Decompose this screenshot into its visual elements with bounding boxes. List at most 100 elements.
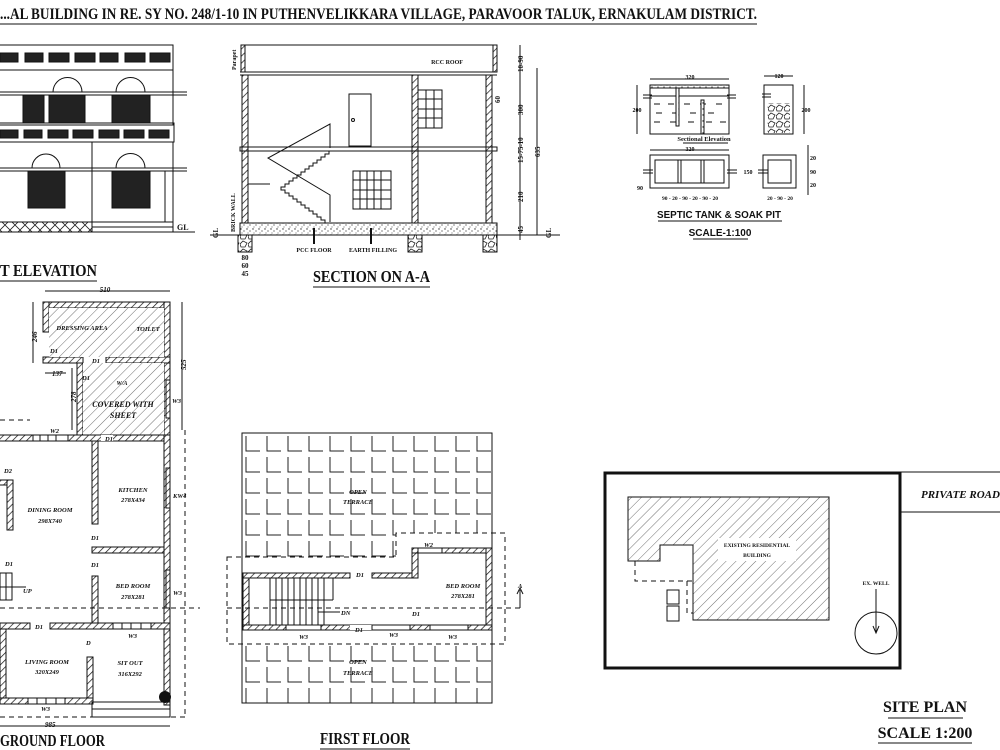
site-boundary [603,471,902,670]
door-mark: D1 [90,562,99,569]
septic-tank-plan [649,154,730,189]
section-arrow-icon [516,586,524,608]
section-dimensions: 10-90 300 60 15-75-10 210 45 635 80 60 4… [242,55,543,278]
dim-label: 210 [517,191,525,202]
room-label-kitchen: KITCHEN [117,487,148,494]
middle-wall [411,74,419,224]
window-mark: W2 [50,428,60,435]
door [348,93,372,147]
footing [237,234,253,253]
dim-label: 320 [686,75,695,81]
window [48,94,86,124]
dim-label: 80 [242,254,250,262]
title-text: ...AL BUILDING IN RE. SY NO. 248/1-10 IN… [0,6,757,23]
site-plan-title: SITE PLAN [883,699,967,716]
pcc-floor-label: PCC FLOOR [296,248,332,254]
dim-label: 10-90 [517,55,525,72]
section-mark: A [517,583,523,590]
stair-railing [266,123,331,222]
dim-label: 635 [534,146,542,157]
room-label-living: LIVING ROOM [24,659,69,666]
door-mark: D1 [91,358,100,365]
window-mark: W3 [128,633,138,640]
window [111,170,151,209]
well-circle [854,611,898,655]
gl-label: GL [177,223,189,232]
door [22,94,45,124]
first-floor-plan: OPEN TERRACE OPEN TERRACE BED ROOM 278X2… [226,432,524,750]
dim-label: 20 [810,156,816,162]
dim-label: 90 [637,186,643,192]
ground-floor-title: GROUND FLOOR [0,731,106,750]
ground-floor-labels: DRESSING AREA TOILET W/A COVERED WITH SH… [31,325,188,420]
stair-up-label: UP [23,588,33,595]
window-mark: W3 [173,590,183,597]
door-mark: D1 [4,561,13,568]
right-wall [485,74,493,224]
brick-wall-label: BRICK WALL [231,193,237,232]
first-floor-title: FIRST FLOOR [320,729,411,748]
terrace-label: OPEN [349,659,367,666]
staircase [269,578,334,625]
door-mark: D1 [81,375,90,382]
door-mark: D1 [355,572,364,579]
dim-label: 300 [517,104,525,115]
building-label: BUILDING [743,553,772,559]
parapet [241,44,498,73]
footing [407,234,423,253]
room-label-bedroom: BED ROOM [115,583,151,590]
dim-label: 20 - 90 - 20 [767,196,793,202]
room-size: 320X249 [34,669,60,676]
room-label-wa: W/A [116,381,127,387]
window-mark: W3 [299,634,309,641]
dim-label: 90 [810,170,816,176]
dim-label: 20 [810,183,816,189]
site-plan: PRIVATE ROAD EXISTING RESIDENTIAL BUILDI… [603,471,1000,744]
door-mark: D1 [34,624,43,631]
rcc-roof-label: RCC ROOF [431,60,463,66]
dim-label: 320 [686,147,695,153]
wall [42,301,171,309]
private-road-edge [900,471,1000,513]
arrow-down-icon [872,589,880,635]
window-mark: W3 [448,634,458,641]
room-size: 316X292 [117,671,143,678]
dim-label: 90 - 20 - 90 - 20 - 90 - 20 [662,196,718,202]
terrace-label: TERRACE [343,499,374,506]
room-size: 278X281 [120,594,145,601]
soak-pit-plan [762,154,797,189]
septic-tank-marker [666,589,680,605]
dim-label: 120 [775,74,784,80]
window-mark: W3 [172,398,182,405]
terrace-label: OPEN [349,489,367,496]
room-label-sitout: SIT OUT [117,660,143,667]
covered-label: SHEET [110,411,137,420]
private-road-label: PRIVATE ROAD [921,489,1000,501]
window [27,170,66,209]
door-mark: D1 [49,348,58,355]
plinth-filling [239,222,498,236]
ground-floor-plan: 510 DRESSING AREA TOILET W/A COVERED WIT… [0,286,200,750]
room-size: 278X434 [120,497,146,504]
section-a-a: RCC ROOF Parapet PCC FLOOR EARTH FILLING… [210,44,560,288]
window-mark: W3 [389,632,399,639]
room-label-dining: DINING ROOM [27,507,73,514]
soak-pit-section [763,84,794,135]
dim-label: 60 [494,96,502,104]
dim-label: 60 [242,262,250,270]
dim-label: 510 [100,286,111,294]
door-mark: D1 [90,535,99,542]
dim-label: 985 [45,721,56,729]
stair-down-label: DN [340,610,351,617]
room-label-toilet: TOILET [136,326,160,333]
dim-label: 200 [633,108,642,114]
covered-label: COVERED WITH [92,400,154,409]
soak-pit-marker [666,605,680,622]
dim-label: 150 [744,170,753,176]
ground-floor-room-labels: DINING ROOM 298X740 KITCHEN 278X434 BED … [3,428,187,729]
window [111,94,151,124]
left-wall [241,74,249,224]
footing [482,234,498,253]
floor-slab [239,146,498,152]
